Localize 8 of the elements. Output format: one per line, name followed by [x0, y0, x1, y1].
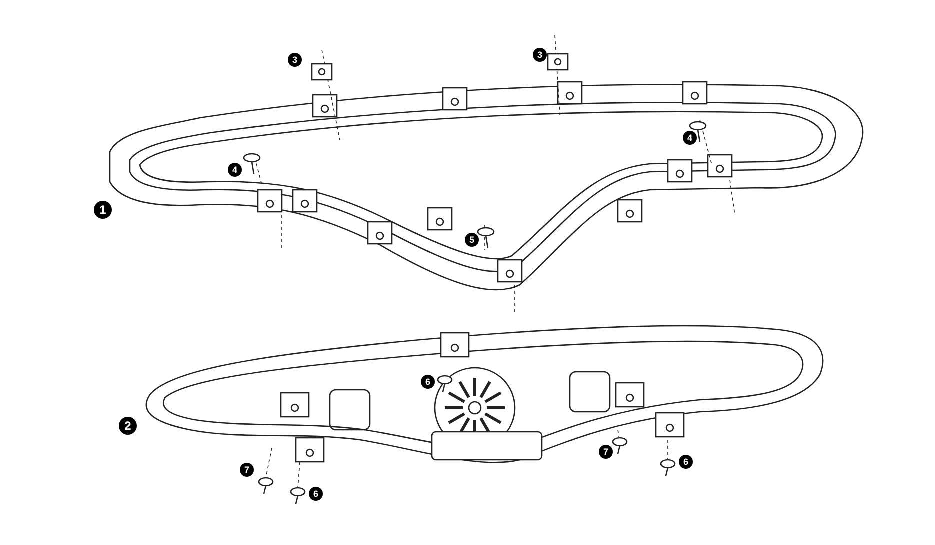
callout-number: 3	[533, 48, 547, 62]
callout-number: 2	[119, 417, 137, 435]
callout-number: 7	[599, 445, 613, 459]
callout-number: 3	[288, 53, 302, 67]
callout-number: 6	[679, 455, 693, 469]
callout-number: 1	[94, 201, 112, 219]
callout-number: 6	[309, 487, 323, 501]
callout-number: 7	[240, 463, 254, 477]
